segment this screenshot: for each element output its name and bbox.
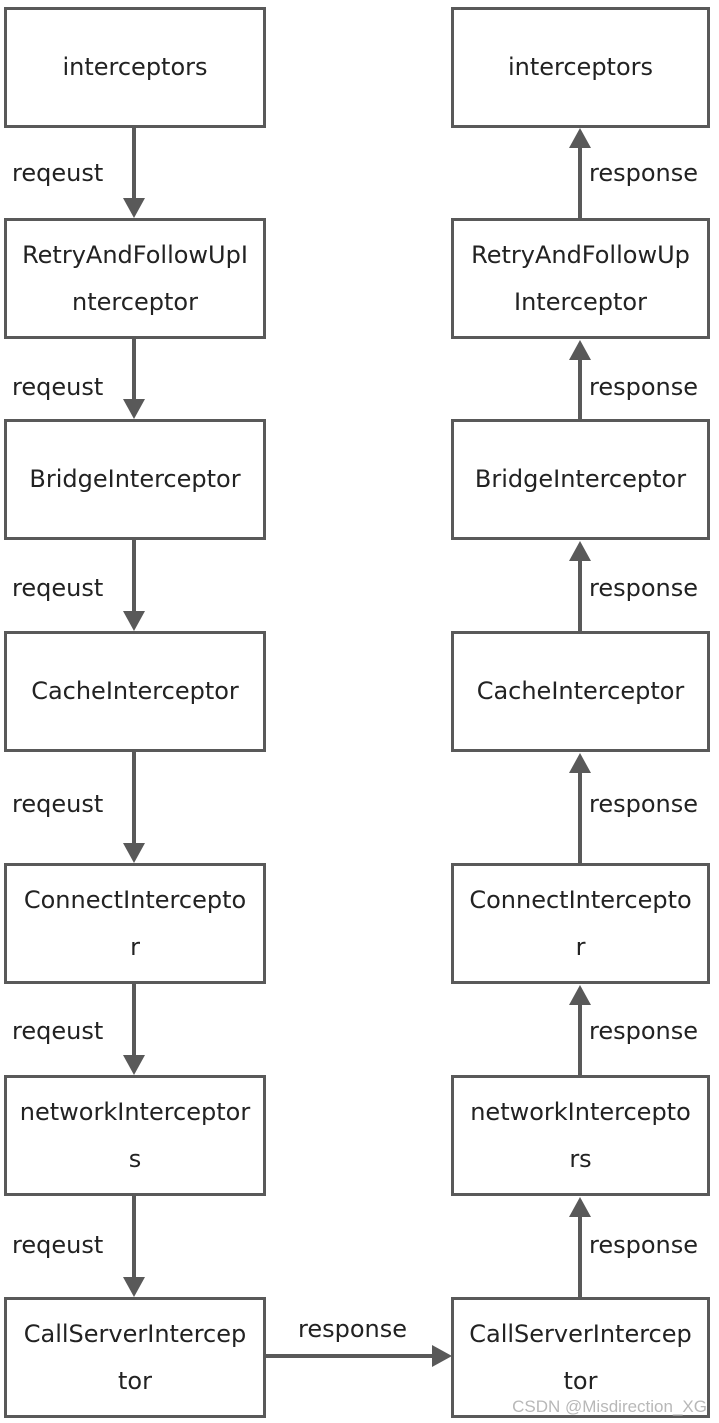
- request-arrowhead-2: [123, 399, 145, 419]
- response-label-3: response: [589, 574, 699, 602]
- left-box-cache-interceptor: CacheInterceptor: [4, 631, 266, 752]
- box-text-line-1: networkInterceptor: [19, 1097, 251, 1126]
- box-text-line-2: rs: [569, 1144, 592, 1173]
- request-label-5: reqeust: [12, 1017, 104, 1045]
- request-arrowhead-3: [123, 611, 145, 631]
- request-label-1: reqeust: [12, 159, 104, 187]
- response-arrowhead-3: [569, 541, 591, 561]
- left-box-bridge-interceptor: BridgeInterceptor: [4, 419, 266, 540]
- box-text: CacheInterceptor: [476, 677, 685, 705]
- right-box-connect-interceptor: ConnectIntercepto r: [451, 863, 710, 984]
- box-text: CacheInterceptor: [31, 677, 239, 705]
- request-arrowhead-4: [123, 843, 145, 863]
- box-text-line-2: r: [130, 932, 140, 961]
- left-box-call-server-interceptor: CallServerIntercep tor: [4, 1297, 266, 1418]
- right-box-cache-interceptor: CacheInterceptor: [451, 631, 710, 752]
- response-arrowhead-6: [569, 1197, 591, 1217]
- box-text: BridgeInterceptor: [474, 465, 687, 493]
- left-box-interceptors: interceptors: [4, 7, 266, 128]
- right-box-bridge-interceptor: BridgeInterceptor: [451, 419, 710, 540]
- box-text: interceptors: [507, 53, 654, 81]
- box-text-line-1: RetryAndFollowUp: [471, 240, 690, 269]
- right-box-call-server-interceptor: CallServerIntercep tor: [451, 1297, 710, 1418]
- box-text: BridgeInterceptor: [29, 465, 241, 493]
- box-text-line-1: CallServerIntercep: [23, 1319, 247, 1348]
- csdn-watermark: CSDN @Misdirection_XG: [512, 1397, 707, 1416]
- response-label-6: response: [589, 1231, 699, 1259]
- box-text-line-2: tor: [118, 1366, 152, 1395]
- response-label-4: response: [589, 790, 699, 818]
- response-arrowhead-5: [569, 985, 591, 1005]
- request-label-2: reqeust: [12, 373, 104, 401]
- right-box-retry-and-follow-up-interceptor: RetryAndFollowUp Interceptor: [451, 218, 710, 339]
- response-arrowhead-4: [569, 753, 591, 773]
- box-text-line-1: ConnectIntercepto: [469, 885, 692, 914]
- right-box-interceptors: interceptors: [451, 7, 710, 128]
- response-arrowhead-1: [569, 128, 591, 148]
- box-text-line-2: r: [575, 932, 586, 961]
- box-text-line-2: s: [128, 1144, 142, 1173]
- response-label-1: response: [589, 159, 699, 187]
- left-box-retry-and-follow-up-interceptor: RetryAndFollowUpI nterceptor: [4, 218, 266, 339]
- box-text-line-2: tor: [563, 1366, 598, 1395]
- request-arrowhead-6: [123, 1277, 145, 1297]
- box-text-line-1: networkIntercepto: [470, 1097, 691, 1126]
- box-text-line-1: CallServerIntercep: [469, 1319, 692, 1348]
- request-label-4: reqeust: [12, 790, 104, 818]
- box-text: interceptors: [62, 53, 208, 81]
- bridge-response-label: response: [298, 1315, 408, 1343]
- right-box-network-interceptors: networkIntercepto rs: [451, 1075, 710, 1196]
- box-text-line-2: Interceptor: [514, 287, 647, 316]
- left-box-network-interceptors: networkInterceptor s: [4, 1075, 266, 1196]
- response-label-2: response: [589, 373, 699, 401]
- response-arrowhead-2: [569, 340, 591, 360]
- request-label-3: reqeust: [12, 574, 104, 602]
- request-label-6: reqeust: [12, 1231, 104, 1259]
- left-box-connect-interceptor: ConnectIntercepto r: [4, 863, 266, 984]
- response-label-5: response: [589, 1017, 699, 1045]
- request-arrowhead-1: [123, 198, 145, 218]
- request-arrowhead-5: [123, 1055, 145, 1075]
- box-text-line-1: RetryAndFollowUpI: [22, 240, 248, 269]
- bridge-arrowhead: [432, 1345, 452, 1367]
- box-text-line-1: ConnectIntercepto: [23, 885, 247, 914]
- box-text-line-2: nterceptor: [72, 287, 198, 316]
